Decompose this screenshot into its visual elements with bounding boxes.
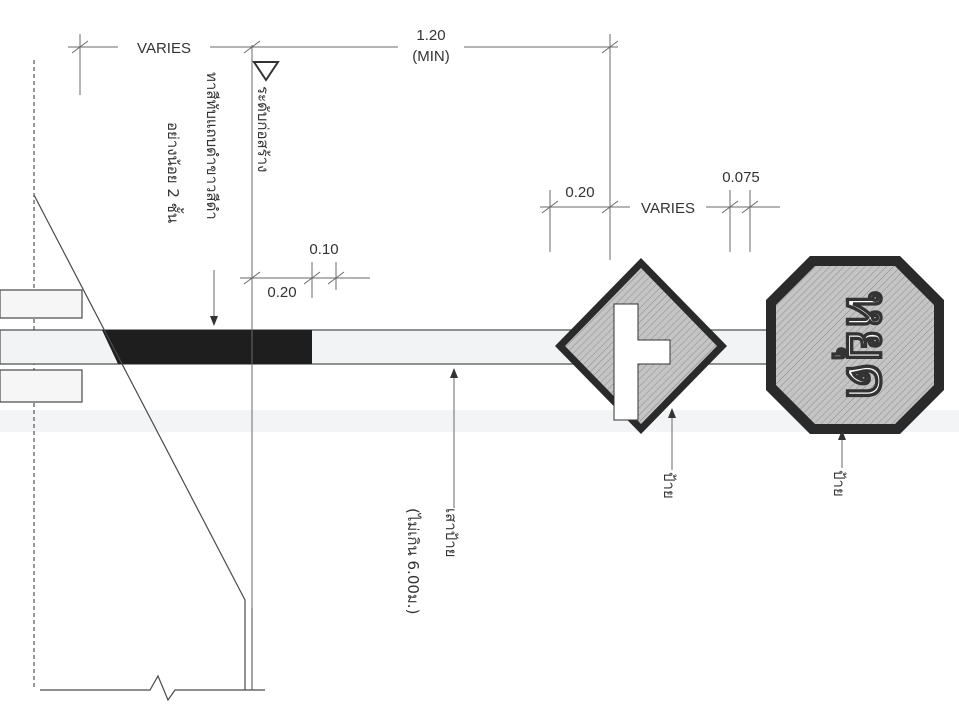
t-junction-icon bbox=[613, 303, 671, 421]
pole-label-line1: เสาป้าย bbox=[442, 508, 460, 557]
sign-label-diamond: ป้าย bbox=[660, 472, 678, 499]
barrier-profile bbox=[0, 289, 83, 403]
t-junction-warning-sign bbox=[555, 258, 727, 434]
stop-sign-text: หยุด bbox=[831, 290, 902, 400]
sign-dimension-chain bbox=[540, 190, 780, 252]
leaders bbox=[210, 270, 846, 508]
sign-label-octagon: ป้าย bbox=[830, 470, 848, 497]
pole-label-line2: (ไม่เกิน 6.00ม.) bbox=[404, 508, 422, 614]
ground-level-label: ระดับก่อสร้าง bbox=[254, 86, 272, 172]
slope-line bbox=[33, 194, 246, 690]
sign-offset-label: 0.20 bbox=[565, 184, 594, 201]
top-span-note: (MIN) bbox=[412, 48, 450, 65]
pole-offset-dimension bbox=[240, 262, 370, 298]
small-offset-label: 0.10 bbox=[309, 241, 338, 258]
level-marker-icon bbox=[252, 61, 280, 82]
left-offset-label: 0.20 bbox=[267, 284, 296, 301]
edge-offset-label: 0.075 bbox=[722, 169, 760, 186]
varies-sign-label: VARIES bbox=[641, 200, 695, 217]
scan-band bbox=[0, 410, 959, 432]
paint-note-line1: ทาสีทับแถบดำขาวสีดำ bbox=[203, 72, 221, 220]
top-span-value: 1.20 bbox=[416, 27, 445, 44]
black-paint-band bbox=[102, 330, 312, 364]
paint-note-line2: อย่างน้อย 2 ชั้น bbox=[164, 122, 184, 223]
break-line bbox=[40, 674, 265, 702]
stop-sign: หยุด bbox=[766, 256, 944, 434]
varies-top-label: VARIES bbox=[137, 40, 191, 57]
top-dimension bbox=[68, 22, 619, 260]
